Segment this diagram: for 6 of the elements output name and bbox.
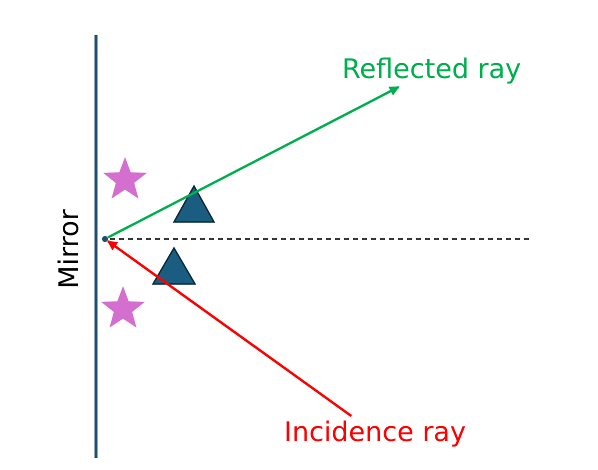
ray-label: Reflected ray <box>342 53 522 87</box>
arrow <box>107 240 352 418</box>
mirror-label: Mirror <box>52 209 86 289</box>
incidence-point <box>102 236 108 242</box>
ray-label: Incidence ray <box>284 416 466 450</box>
arrow <box>107 86 400 239</box>
